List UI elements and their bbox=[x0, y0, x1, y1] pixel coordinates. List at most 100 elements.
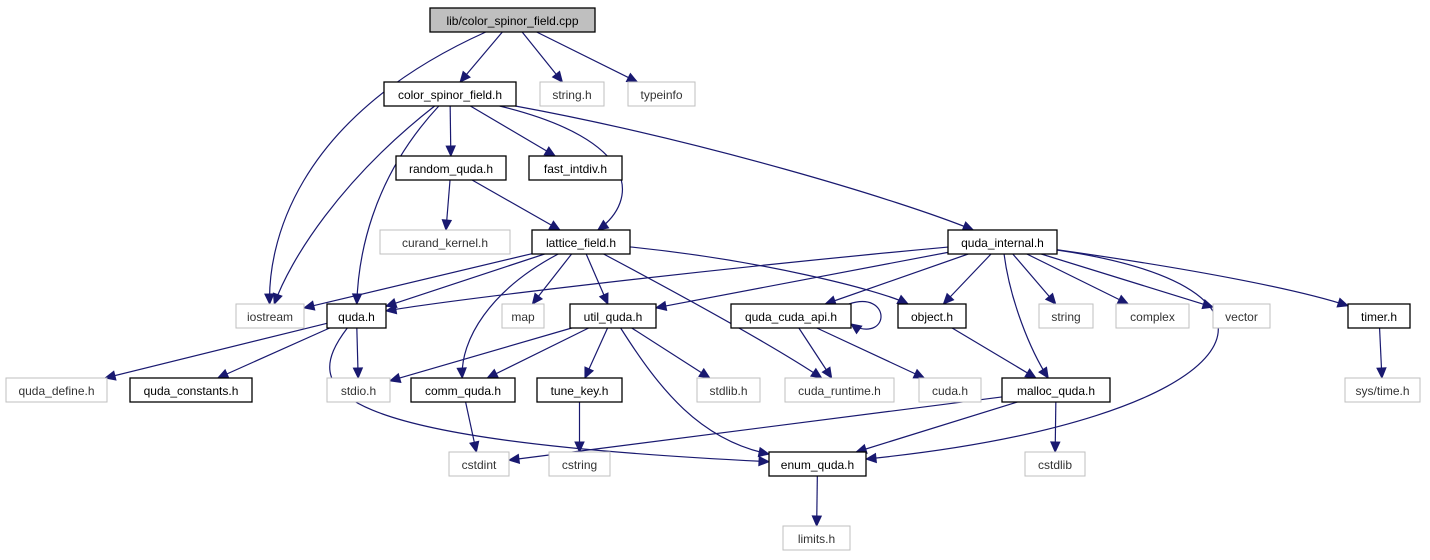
node-fast-intdiv-h[interactable]: fast_intdiv.h bbox=[528, 155, 623, 181]
edge-color-spinor-field-cpp-to-string-h-arrowhead bbox=[551, 70, 564, 83]
node-quda-constants-h[interactable]: quda_constants.h bbox=[129, 377, 253, 403]
edge-color-spinor-field-h-to-iostream-arrowhead bbox=[272, 292, 283, 306]
node-object-h-label: object.h bbox=[911, 310, 953, 324]
node-timer-h[interactable]: timer.h bbox=[1347, 303, 1411, 329]
node-cstdlib: cstdlib bbox=[1024, 451, 1086, 477]
edge-quda-internal-h-to-string bbox=[1012, 253, 1057, 305]
node-quda-constants-h-label: quda_constants.h bbox=[144, 384, 239, 398]
node-vector-label: vector bbox=[1225, 310, 1258, 324]
node-typeinfo: typeinfo bbox=[627, 81, 696, 107]
node-quda-define-h: quda_define.h bbox=[5, 377, 108, 403]
node-quda-internal-h[interactable]: quda_internal.h bbox=[947, 229, 1058, 255]
node-quda-h[interactable]: quda.h bbox=[326, 303, 387, 329]
edge-quda-internal-h-to-enum-quda-h-arrowhead bbox=[864, 452, 877, 464]
edge-util-quda-h-to-tune-key-h-arrowhead bbox=[584, 366, 595, 380]
node-object-h[interactable]: object.h bbox=[897, 303, 967, 329]
edge-tune-key-h-to-cstring-arrowhead bbox=[574, 441, 585, 454]
edge-util-quda-h-to-comm-quda-h bbox=[487, 327, 589, 379]
edge-quda-h-to-quda-define-h-arrowhead bbox=[103, 370, 117, 381]
edge-malloc-quda-h-to-cstdint-arrowhead bbox=[507, 453, 521, 465]
node-cstdlib-box bbox=[1024, 451, 1086, 477]
node-sys-time-h: sys/time.h bbox=[1344, 377, 1421, 403]
edge-quda-h-to-enum-quda-h-arrowhead bbox=[758, 455, 771, 467]
node-color-spinor-field-h-box bbox=[383, 81, 517, 107]
edge-quda-internal-h-to-object-h-arrowhead bbox=[942, 292, 955, 305]
node-quda-internal-h-box bbox=[947, 229, 1058, 255]
edge-color-spinor-field-cpp-to-string-h bbox=[521, 31, 563, 83]
node-cstdint-label: cstdint bbox=[462, 458, 497, 472]
edge-quda-cuda-api-h-to-quda-cuda-api-h-arrowhead bbox=[850, 323, 863, 335]
node-limits-h-label: limits.h bbox=[798, 532, 835, 546]
node-enum-quda-h[interactable]: enum_quda.h bbox=[768, 451, 867, 477]
node-sys-time-h-box bbox=[1344, 377, 1421, 403]
node-curand-kernel-h-box bbox=[379, 229, 511, 255]
nodes-layer: lib/color_spinor_field.cpp color_spinor_f… bbox=[5, 7, 1421, 551]
node-random-quda-h[interactable]: random_quda.h bbox=[395, 155, 507, 181]
edge-lattice-field-h-to-map-arrowhead bbox=[531, 292, 544, 305]
node-quda-cuda-api-h-label: quda_cuda_api.h bbox=[745, 310, 837, 324]
edge-quda-internal-h-to-util-quda-h-arrowhead bbox=[654, 300, 668, 312]
node-color-spinor-field-h[interactable]: color_spinor_field.h bbox=[383, 81, 517, 107]
edge-color-spinor-field-h-to-quda-h bbox=[356, 105, 440, 305]
node-color-spinor-field-cpp-box bbox=[429, 7, 596, 33]
node-string-h: string.h bbox=[539, 81, 605, 107]
edge-color-spinor-field-h-to-iostream bbox=[273, 105, 436, 305]
edge-quda-internal-h-to-malloc-quda-h bbox=[1003, 253, 1049, 379]
node-malloc-quda-h[interactable]: malloc_quda.h bbox=[1001, 377, 1111, 403]
edge-quda-internal-h-to-quda-cuda-api-h bbox=[825, 253, 969, 305]
node-fast-intdiv-h-box bbox=[528, 155, 623, 181]
node-iostream-box bbox=[235, 303, 305, 329]
edge-color-spinor-field-h-to-fast-intdiv-h bbox=[470, 105, 556, 157]
node-util-quda-h[interactable]: util_quda.h bbox=[569, 303, 657, 329]
edge-color-spinor-field-cpp-to-iostream-arrowhead bbox=[264, 293, 275, 306]
node-malloc-quda-h-label: malloc_quda.h bbox=[1017, 384, 1095, 398]
edge-lattice-field-h-to-map bbox=[531, 253, 573, 305]
node-tune-key-h[interactable]: tune_key.h bbox=[536, 377, 623, 403]
node-random-quda-h-box bbox=[395, 155, 507, 181]
edge-quda-h-to-quda-constants-h bbox=[217, 327, 330, 379]
node-stdlib-h: stdlib.h bbox=[696, 377, 761, 403]
edge-random-quda-h-to-lattice-field-h-arrowhead bbox=[548, 220, 561, 231]
node-quda-h-box bbox=[326, 303, 387, 329]
node-string-box bbox=[1038, 303, 1094, 329]
node-quda-define-h-box bbox=[5, 377, 108, 403]
node-malloc-quda-h-box bbox=[1001, 377, 1111, 403]
edge-quda-internal-h-to-complex-arrowhead bbox=[1116, 294, 1130, 305]
edge-quda-internal-h-to-object-h bbox=[942, 253, 992, 305]
edge-quda-h-to-quda-constants-h-arrowhead bbox=[216, 368, 230, 379]
node-stdio-h: stdio.h bbox=[326, 377, 391, 403]
edge-comm-quda-h-to-cstdint-arrowhead bbox=[469, 440, 480, 454]
edge-color-spinor-field-h-to-lattice-field-h-arrowhead bbox=[596, 219, 610, 231]
node-stdlib-h-box bbox=[696, 377, 761, 403]
edge-random-quda-h-to-curand-kernel-h-arrowhead bbox=[441, 219, 453, 232]
node-quda-h-label: quda.h bbox=[338, 310, 375, 324]
node-limits-h: limits.h bbox=[782, 525, 851, 551]
node-string: string bbox=[1038, 303, 1094, 329]
node-comm-quda-h[interactable]: comm_quda.h bbox=[410, 377, 516, 403]
edge-lattice-field-h-to-iostream bbox=[303, 253, 533, 309]
node-lattice-field-h-label: lattice_field.h bbox=[546, 236, 616, 250]
node-quda-cuda-api-h[interactable]: quda_cuda_api.h bbox=[730, 303, 852, 329]
node-curand-kernel-h: curand_kernel.h bbox=[379, 229, 511, 255]
node-color-spinor-field-cpp[interactable]: lib/color_spinor_field.cpp bbox=[429, 7, 596, 33]
edge-quda-h-to-quda-define-h bbox=[105, 322, 328, 379]
node-cstdint: cstdint bbox=[448, 451, 510, 477]
edge-color-spinor-field-h-to-fast-intdiv-h-arrowhead bbox=[543, 146, 557, 157]
edges-layer bbox=[103, 31, 1387, 528]
edge-quda-cuda-api-h-to-cuda-runtime-h-arrowhead bbox=[821, 366, 833, 380]
edge-util-quda-h-to-stdio-h bbox=[389, 327, 572, 382]
edge-color-spinor-field-h-to-random-quda-h-arrowhead bbox=[445, 145, 456, 158]
node-iostream: iostream bbox=[235, 303, 305, 329]
node-cstring-box bbox=[548, 451, 611, 477]
node-typeinfo-box bbox=[627, 81, 696, 107]
node-lattice-field-h[interactable]: lattice_field.h bbox=[531, 229, 631, 255]
edge-color-spinor-field-cpp-to-typeinfo-arrowhead bbox=[625, 72, 639, 83]
node-map: map bbox=[501, 303, 545, 329]
node-vector: vector bbox=[1212, 303, 1271, 329]
node-tune-key-h-label: tune_key.h bbox=[551, 384, 609, 398]
node-cstdint-box bbox=[448, 451, 510, 477]
edge-timer-h-to-sys-time-h-arrowhead bbox=[1376, 367, 1387, 380]
node-string-label: string bbox=[1051, 310, 1080, 324]
node-comm-quda-h-box bbox=[410, 377, 516, 403]
edge-quda-internal-h-to-quda-h-arrowhead bbox=[384, 303, 398, 315]
